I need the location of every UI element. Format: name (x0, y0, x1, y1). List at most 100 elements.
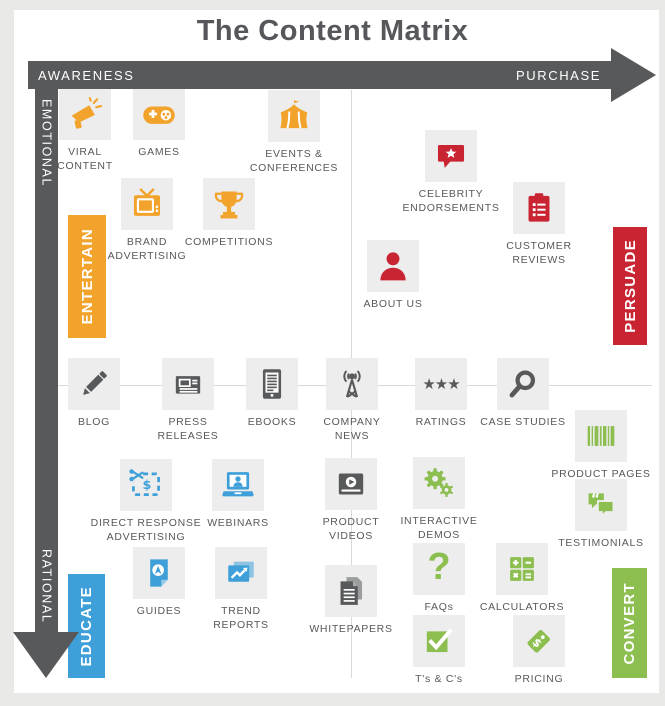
tile-label: CALCULATORS (479, 601, 565, 613)
tile-label: RATINGS (415, 416, 467, 428)
tile-label: DIRECT RESPONSE ADVERTISING (90, 517, 202, 543)
ereader-icon (246, 358, 298, 410)
calculator-icon (496, 543, 548, 595)
circus-tent-icon (268, 90, 320, 142)
trophy-icon (203, 178, 255, 230)
tile-label: PRODUCT VIDEOS (322, 516, 380, 542)
tile-press-releases: PRESS RELEASES (157, 358, 218, 442)
tile-label: BRAND ADVERTISING (107, 236, 187, 262)
tile-product-videos: PRODUCT VIDEOS (323, 458, 379, 542)
tile-trend-reports: TREND REPORTS (213, 547, 268, 631)
tile-label: PRODUCT PAGES (551, 468, 651, 480)
tile-guides: GUIDES (133, 547, 185, 617)
tile-label: PRESS RELEASES (157, 416, 219, 442)
question-mark-icon: ? (413, 543, 465, 595)
tile-label: BLOG (78, 416, 110, 428)
axis-label-emotional: EMOTIONAL (39, 99, 54, 188)
entertain-text: ENTERTAIN (78, 228, 96, 325)
tv-antenna-icon (121, 178, 173, 230)
tile-label: COMPANY NEWS (323, 416, 381, 442)
magnifier-icon (497, 358, 549, 410)
persuade-text: PERSUADE (621, 239, 639, 333)
quadrant-label-entertain: ENTERTAIN (68, 215, 106, 338)
tile-whitepapers: WHITEPAPERS (309, 565, 392, 635)
barcode-icon (575, 410, 627, 462)
tile-label: FAQs (424, 601, 454, 613)
tile-label: TREND REPORTS (213, 605, 269, 631)
tile-competitions: COMPETITIONS (185, 178, 272, 248)
tile-ebooks: EBOOKS (246, 358, 298, 428)
tile-blog: BLOG (68, 358, 120, 428)
question-glyph: ? (427, 546, 451, 588)
tile-case-studies: CASE STUDIES (480, 358, 565, 428)
tile-webinars: WEBINARS (207, 459, 268, 529)
video-player-icon (325, 458, 377, 510)
tile-label: CUSTOMER REVIEWS (506, 240, 572, 266)
broadcast-antenna-icon (326, 358, 378, 410)
tile-label: INTERACTIVE DEMOS (400, 515, 478, 541)
price-tag-icon: $ (513, 615, 565, 667)
educate-text: EDUCATE (78, 585, 95, 667)
tile-customer-reviews: CUSTOMER REVIEWS (506, 182, 571, 266)
tile-calculators: CALCULATORS (480, 543, 563, 613)
tile-pricing: $ PRICING (513, 615, 565, 685)
right-arrowhead-icon (611, 48, 656, 102)
tile-ts-and-cs: T's & C's (413, 615, 465, 685)
tile-testimonials: “ TESTIMONIALS (558, 479, 643, 549)
tile-label: CASE STUDIES (480, 416, 566, 428)
down-arrowhead-icon (13, 632, 79, 678)
axis-label-awareness: AWARENESS (38, 67, 135, 83)
tile-label: WHITEPAPERS (309, 623, 393, 635)
horizontal-axis-bar: AWARENESS PURCHASE (28, 61, 611, 89)
checkmark-icon (413, 615, 465, 667)
person-icon (367, 240, 419, 292)
quote-bubbles-icon: “ (575, 479, 627, 531)
tile-company-news: COMPANY NEWS (323, 358, 380, 442)
tile-label: GUIDES (136, 605, 182, 617)
laptop-presenter-icon (212, 459, 264, 511)
tile-brand-advertising: BRAND ADVERTISING (108, 178, 186, 262)
tile-direct-response-advertising: $ DIRECT RESPONSE ADVERTISING (91, 459, 201, 543)
map-guide-icon (133, 547, 185, 599)
pencil-icon (68, 358, 120, 410)
tile-label: CELEBRITY ENDORSEMENTS (402, 188, 500, 214)
tile-interactive-demos: INTERACTIVE DEMOS (400, 457, 477, 541)
gamepad-icon (133, 88, 185, 140)
tile-viral-content: VIRAL CONTENT (57, 88, 112, 172)
tile-label: WEBINARS (207, 517, 269, 529)
stacked-documents-icon (325, 565, 377, 617)
tile-product-pages: PRODUCT PAGES (551, 410, 650, 480)
tile-ratings: ★★★ RATINGS (415, 358, 467, 428)
tile-label: VIRAL CONTENT (57, 146, 113, 172)
axis-label-rational: RATIONAL (39, 548, 54, 623)
tile-label: EBOOKS (247, 416, 297, 428)
three-stars-icon: ★★★ (415, 358, 467, 410)
tile-about-us: ABOUT US (363, 240, 422, 310)
tile-label: T's & C's (415, 673, 463, 685)
vertical-axis-bar: EMOTIONAL RATIONAL (35, 89, 58, 633)
quadrant-label-convert: CONVERT (612, 568, 647, 678)
quadrant-label-persuade: PERSUADE (613, 227, 647, 345)
tile-faqs: ? FAQs (413, 543, 465, 613)
gears-icon (413, 457, 465, 509)
star-speech-bubble-icon (425, 130, 477, 182)
tile-label: EVENTS & CONFERENCES (249, 148, 339, 174)
page-title: The Content Matrix (196, 15, 469, 47)
svg-text:“: “ (591, 492, 600, 508)
tile-label: TESTIMONIALS (558, 537, 644, 549)
stars-glyph: ★★★ (422, 375, 460, 393)
tile-games: GAMES (133, 88, 185, 158)
tile-label: ABOUT US (363, 298, 423, 310)
axis-label-purchase: PURCHASE (515, 67, 601, 83)
svg-text:$: $ (142, 478, 151, 493)
newspaper-icon (162, 358, 214, 410)
tile-label: COMPETITIONS (184, 236, 274, 248)
clipboard-checklist-icon (513, 182, 565, 234)
convert-text: CONVERT (621, 581, 638, 665)
scissors-coupon-icon: $ (120, 459, 172, 511)
trend-chart-icon (215, 547, 267, 599)
tile-label: PRICING (514, 673, 564, 685)
megaphone-icon (59, 88, 111, 140)
tile-celebrity-endorsements: CELEBRITY ENDORSEMENTS (402, 130, 499, 214)
